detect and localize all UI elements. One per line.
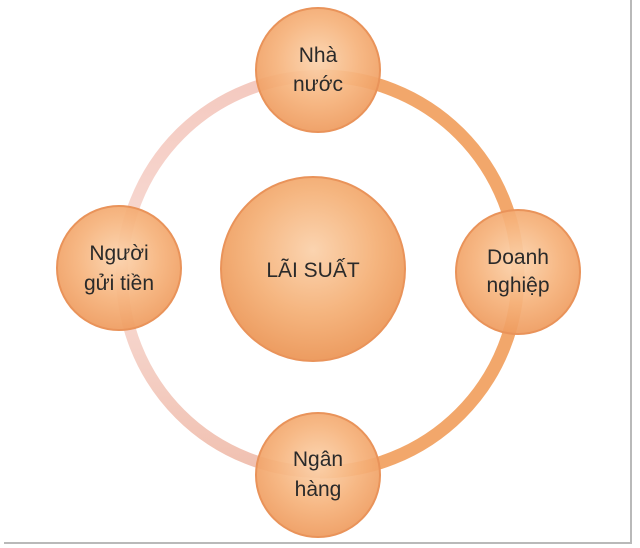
node-bank-line1: Ngân <box>293 448 343 471</box>
node-bank-line2: hàng <box>295 478 342 501</box>
node-enterprise-line1: Doanh <box>487 246 549 269</box>
center-label: LÃI SUẤT <box>266 258 360 282</box>
node-depositor-line2: gửi tiền <box>84 272 154 295</box>
node-enterprise-line2: nghiệp <box>486 274 549 297</box>
node-state: Nhà nước <box>255 7 381 133</box>
node-enterprise: Doanh nghiệp <box>455 209 581 335</box>
node-depositor: Người gửi tiền <box>56 205 182 331</box>
node-depositor-line1: Người <box>89 242 148 265</box>
node-bank: Ngân hàng <box>255 412 381 538</box>
center-node: LÃI SUẤT <box>220 176 406 362</box>
diagram-frame <box>4 0 632 544</box>
node-state-line1: Nhà <box>299 44 338 67</box>
node-state-line2: nước <box>293 73 343 96</box>
